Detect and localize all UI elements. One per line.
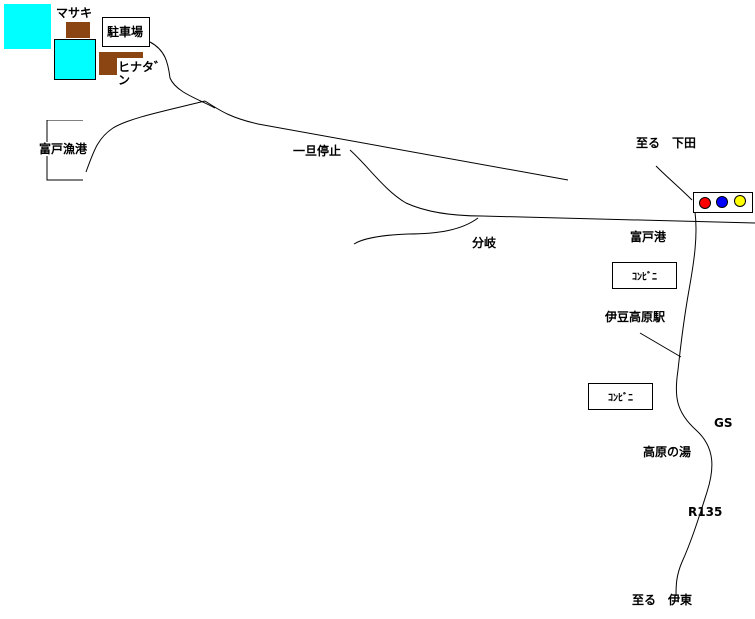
- label-bunki: 分岐: [472, 236, 497, 250]
- road-upper-main: [204, 100, 569, 181]
- parking-box: [102, 17, 150, 47]
- signal-yellow-light: [734, 195, 746, 207]
- label-ichiji-teishi: 一旦停止: [293, 144, 342, 158]
- signal-red-light: [699, 197, 711, 209]
- label-to-shimoda: 至る 下田: [636, 136, 697, 150]
- label-izu-kogen-station: 伊豆高原駅: [605, 310, 666, 324]
- label-parking: 駐車場: [107, 25, 144, 39]
- masaki-marker: [66, 22, 90, 38]
- label-hinatan-1: ヒナタ゛: [118, 60, 167, 74]
- road-fishing-port: [85, 100, 206, 173]
- convenience-store-1: ｺﾝﾋﾞﾆ: [612, 262, 677, 289]
- road-ichiji-teishi: [349, 149, 483, 217]
- road-branch: [353, 217, 479, 245]
- label-tomito-fishing-port: 富戸漁港: [39, 142, 88, 156]
- label-hinatan-2: ン: [118, 73, 131, 87]
- road-lower-main: [481, 215, 755, 224]
- road-r135: [675, 211, 713, 597]
- hinatan-building: [54, 39, 96, 80]
- convenience-store-2: ｺﾝﾋﾞﾆ: [588, 383, 653, 410]
- road-station: [639, 332, 682, 358]
- masaki-building: [4, 4, 51, 49]
- label-masaki: マサキ: [56, 6, 93, 20]
- label-r135: R135: [688, 505, 723, 519]
- fishing-port-bracket: [46, 120, 83, 181]
- label-kogen-no-yu: 高原の湯: [643, 445, 692, 459]
- signal-blue-light: [716, 196, 728, 208]
- road-to-shimoda: [655, 165, 693, 201]
- label-tomito-port: 富戸港: [630, 230, 667, 244]
- label-to-ito: 至る 伊東: [632, 593, 693, 607]
- hinatan-marker-left: [99, 52, 117, 75]
- road-parking-exit: [149, 41, 216, 109]
- hinatan-marker-top: [117, 52, 143, 58]
- label-gs: GS: [714, 416, 733, 430]
